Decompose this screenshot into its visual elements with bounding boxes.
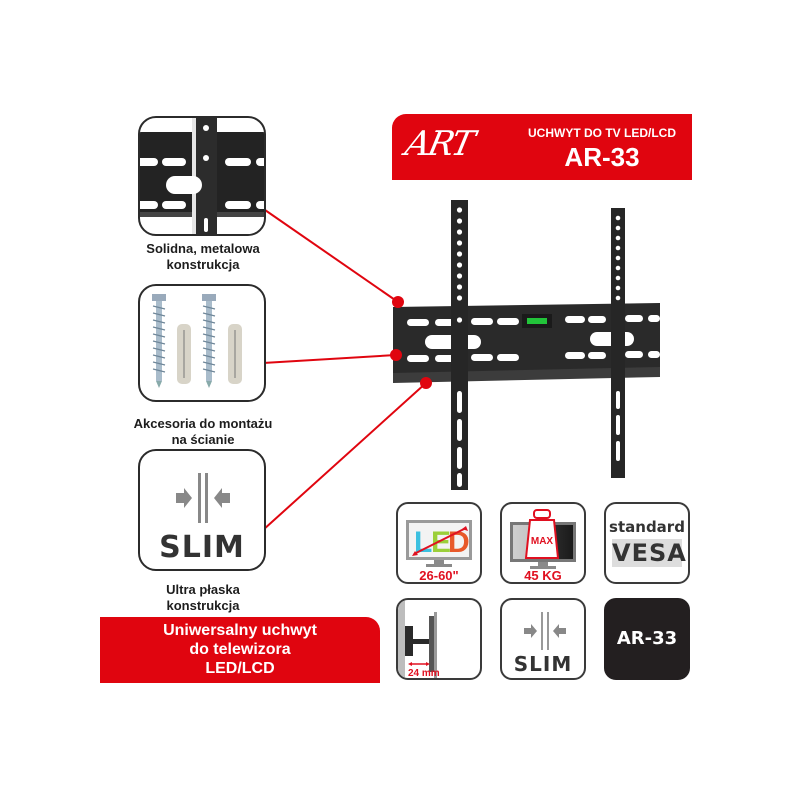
feature-slim-caption: Ultra płaska konstrukcja [128,582,278,614]
header-model: AR-33 [564,142,640,172]
header-subtitle: UCHWYT DO TV LED/LCD [528,126,676,140]
caption-line: konstrukcja [166,257,240,272]
feature-accessories-image [138,284,266,402]
side-profile-mount-icon [398,600,437,678]
callout-dot-3 [420,377,432,389]
banner-line: LED/LCD [205,660,275,677]
spec-max-load: MAX 45 KG [500,502,586,584]
feature-metal-caption: Solidna, metalowa konstrukcja [128,241,278,273]
wall-distance-label: 24 mm [408,668,440,679]
spec-slim: SLIM [500,598,586,680]
slim-label: SLIM [159,530,245,565]
compress-arrows-icon [176,473,230,523]
caption-line: Ultra płaska [166,582,240,597]
callout-dot-1 [392,296,404,308]
screen-size-label: 26-60" [419,568,459,583]
feature-slim-image: SLIM [138,449,266,571]
vesa-line2: VESA [612,539,687,567]
banner-line: Uniwersalny uchwyt [163,622,317,639]
led-tv-icon: L E D [406,520,472,567]
vesa-line1: standard [609,518,685,536]
metal-bracket-closeup-icon [140,118,264,234]
spec-model-badge: AR-33 [604,598,690,680]
caption-line: Solidna, metalowa [146,241,260,256]
svg-text:MAX: MAX [531,536,554,547]
compress-arrows-icon [524,612,566,650]
screws-and-wall-plugs-icon [152,294,242,388]
spec-wall-distance: 24 mm [396,598,482,680]
feature-accessories-caption: Akcesoria do montażu na ścianie [118,416,288,448]
universal-mount-banner: Uniwersalny uchwyt do telewizora LED/LCD [100,617,380,683]
wall-mount-image [385,195,675,495]
spec-screen-size: L E D 26-60" [396,502,482,584]
header-banner: ART UCHWYT DO TV LED/LCD AR-33 [392,114,692,180]
callout-dot-2 [390,349,402,361]
spec-vesa-standard: standard VESA [604,502,690,584]
svg-text:E: E [431,526,451,559]
slim-icon-label: SLIM [513,652,573,676]
feature-metal-construction-image [138,116,266,236]
banner-line: do telewizora [189,641,291,658]
weight-on-tv-icon: MAX [510,509,576,569]
caption-line: na ścianie [171,432,235,447]
model-badge-label: AR-33 [616,628,678,649]
max-load-label: 45 KG [524,568,562,583]
caption-line: konstrukcja [166,598,240,613]
caption-line: Akcesoria do montażu [133,416,273,431]
